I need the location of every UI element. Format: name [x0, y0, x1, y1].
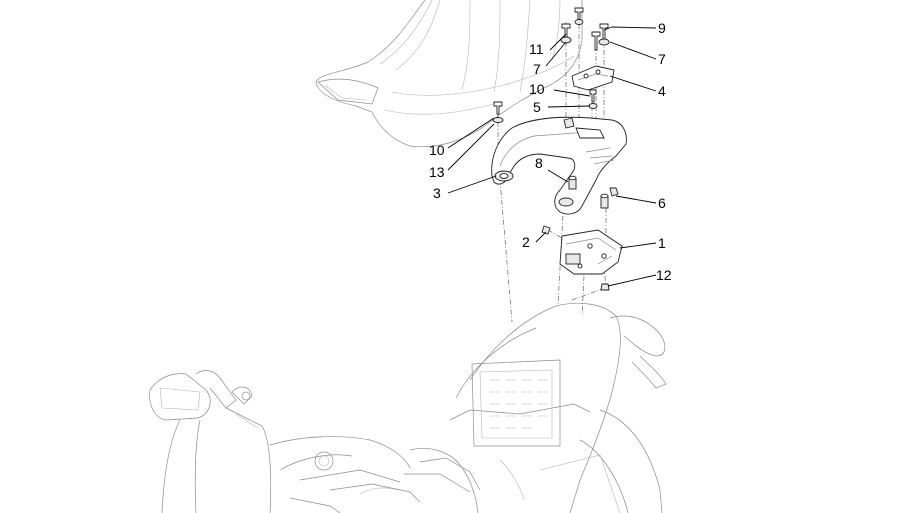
callout-label-8: 8	[535, 155, 543, 171]
callout-label-7-left: 7	[533, 61, 541, 77]
callout-label-3: 3	[433, 185, 441, 201]
leader-lines	[447, 26, 657, 287]
callout-label-6: 6	[658, 195, 666, 211]
part-grab-handle-3	[491, 116, 627, 215]
callout-label-4: 4	[658, 83, 666, 99]
callout-label-5: 5	[533, 99, 541, 115]
callout-label-2: 2	[522, 234, 530, 250]
part-spacer-8	[568, 175, 577, 190]
callout-label-9: 9	[658, 20, 666, 36]
part-screw-2	[541, 225, 551, 235]
part-plate-1	[559, 229, 623, 275]
callout-label-13: 13	[429, 164, 445, 180]
motorcycle-front-sketch	[149, 370, 421, 513]
part-bracket-4	[571, 65, 615, 91]
callout-label-1: 1	[658, 235, 666, 251]
part-nut-12	[600, 283, 610, 291]
part-bolts	[492, 7, 610, 123]
callout-label-11: 11	[529, 41, 544, 57]
callout-label-7-right: 7	[658, 51, 666, 67]
motorcycle-rear-sketch	[404, 302, 667, 513]
callout-label-10-top: 10	[529, 81, 545, 97]
callout-label-12: 12	[656, 267, 672, 283]
seat-sketch	[315, 0, 583, 148]
part-spacer-6	[600, 187, 619, 209]
callout-labels: 9 7 4 11 7 10 5 10 13 3 8 6 2 1 12	[429, 20, 672, 283]
callout-label-10-left: 10	[429, 142, 445, 158]
